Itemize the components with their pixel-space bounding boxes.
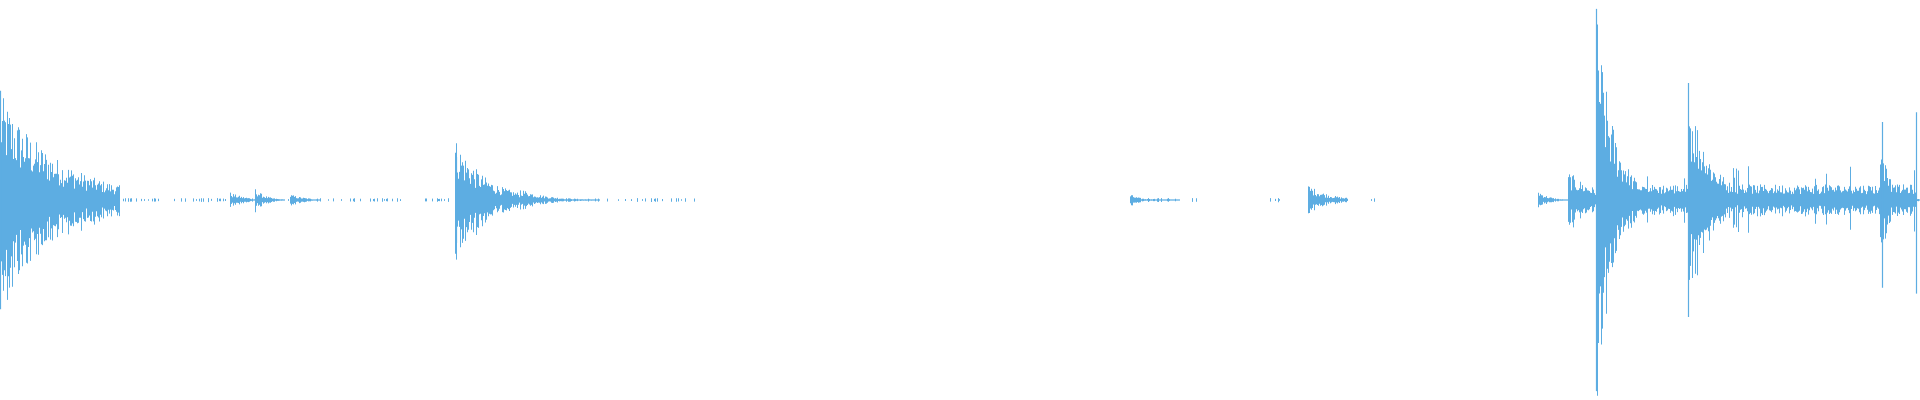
waveform-envelope: [0, 24, 1920, 396]
waveform-bars: [0, 8, 1920, 396]
